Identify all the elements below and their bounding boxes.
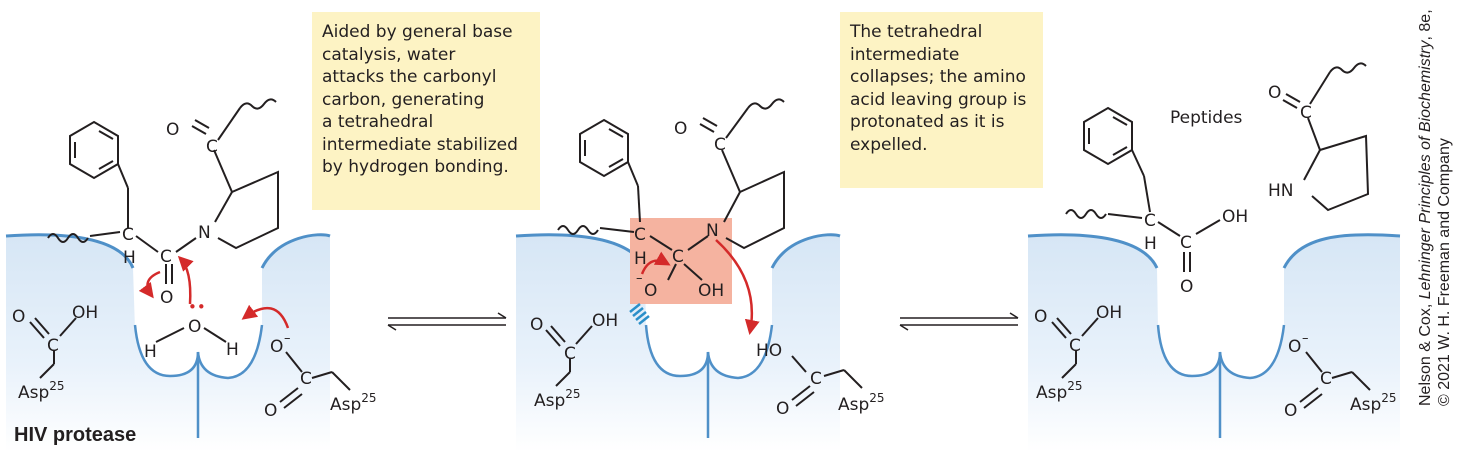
hydrogen-bond — [629, 303, 650, 325]
peptides-label: Peptides — [1170, 108, 1243, 128]
asp-right-label-2: Asp25 — [838, 391, 885, 415]
atom-o-minus-2: O — [644, 281, 657, 301]
phenyl-ring-1 — [69, 120, 119, 180]
atom-c-proline: C — [206, 137, 218, 157]
asp-right-c-3: C — [1320, 369, 1332, 389]
atom-h-alpha-3: H — [1144, 234, 1157, 254]
atom-h-alpha-2: H — [634, 249, 647, 269]
enzyme-pocket-2 — [516, 234, 840, 452]
atom-c-alpha-2: C — [634, 225, 646, 245]
enzyme-pocket-3 — [1028, 234, 1400, 452]
asp-right-c-1: C — [300, 369, 312, 389]
callout-line: intermediate stabilized — [322, 134, 518, 155]
asp-right-minus-1: – — [284, 331, 291, 346]
callout-line: attacks the carbonyl — [322, 67, 497, 87]
asp-left-oh-3: OH — [1096, 303, 1122, 323]
equilibrium-arrow-1 — [387, 312, 507, 331]
atom-n-proline: N — [198, 223, 211, 243]
copyright-credit: Nelson & Cox, Lehninger Principles of Bi… — [1416, 9, 1454, 406]
pocket-edge-right-3 — [1282, 233, 1401, 269]
atom-c-alpha-3: C — [1144, 211, 1156, 231]
panel-2: C H C N O – OH O C O OH C Asp25 — [515, 98, 885, 452]
phenyl-ring-2 — [579, 118, 629, 178]
callout-line: carbon, generating — [322, 89, 485, 110]
pocket-edge-left-1 — [5, 233, 135, 269]
asp-left-c-1: C — [47, 336, 59, 356]
callout-line: collapses; the amino — [850, 67, 1026, 87]
atom-c-carboxyl-3: C — [1180, 233, 1192, 253]
atom-minus-2: – — [636, 271, 643, 286]
atom-o-proline-2: O — [674, 119, 687, 139]
asp-right-o-2: O — [776, 399, 789, 419]
pocket-edge-left-3 — [1027, 233, 1159, 269]
callout-line: expelled. — [850, 134, 928, 155]
atom-o-water: O — [188, 317, 201, 337]
asp-right-label-1: Asp25 — [330, 391, 377, 415]
credit-line-1: Nelson & Cox, Lehninger Principles of Bi… — [1417, 9, 1434, 406]
hiv-protease-label: HIV protease — [14, 424, 137, 446]
arrow-base-catalysis — [241, 304, 290, 329]
atom-oh-carboxyl-3: OH — [1222, 207, 1248, 227]
enzyme-pocket-1 — [6, 234, 330, 452]
asp-right-o-minus-3: O — [1288, 337, 1301, 357]
asp-right-o-3: O — [1284, 401, 1297, 421]
callout-line: acid leaving group is — [850, 89, 1027, 110]
atom-o-proline-3: O — [1268, 83, 1281, 103]
atom-c-tetrahedral: C — [672, 247, 684, 267]
arrow-o-reform-carbonyl — [640, 251, 671, 275]
asp-left-o-1: O — [12, 307, 25, 327]
panel-1: C H C O N O C O •• H H O OH C — [5, 98, 377, 452]
pocket-edge-right-2 — [770, 233, 841, 269]
atom-o-proline: O — [166, 120, 179, 140]
arrow-water-attack — [177, 255, 194, 305]
asp-left-c-3: C — [1069, 336, 1081, 356]
phenyl-ring-3 — [1083, 106, 1133, 166]
equilibrium-arrow-2 — [899, 312, 1019, 331]
asp-right-minus-3: – — [1302, 331, 1309, 346]
asp-left-o-3: O — [1034, 307, 1047, 327]
atom-c-carbonyl: C — [160, 247, 172, 267]
atom-h-water-left: H — [144, 342, 157, 362]
callout-line: protonated as it is — [850, 112, 1005, 132]
atom-oh-2: OH — [698, 281, 724, 301]
asp-left-label-3: Asp25 — [1036, 379, 1083, 403]
atom-h-water-right: H — [226, 340, 239, 360]
asp-left-c-2: C — [564, 344, 576, 364]
atom-c-alpha: C — [122, 225, 134, 245]
asp-right-c-2: C — [810, 369, 822, 389]
asp-left-o-2: O — [530, 315, 543, 335]
callout-line: Aided by general base — [322, 22, 513, 42]
asp-right-ho-2: HO — [756, 341, 782, 361]
atom-o-carboxyl-3: O — [1180, 277, 1193, 297]
atom-n-proline-2: N — [706, 221, 719, 241]
atom-hn-proline-3: HN — [1268, 181, 1294, 201]
asp-left-oh-1: OH — [72, 303, 98, 323]
atom-c-proline-2: C — [714, 135, 726, 155]
asp-left-oh-2: OH — [592, 311, 618, 331]
atom-c-proline-3: C — [1300, 103, 1312, 123]
callout-line: The tetrahedral — [850, 22, 983, 42]
asp-right-o-minus-1: O — [270, 337, 283, 357]
tetrahedral-highlight — [630, 218, 732, 304]
water-lone-pair: •• — [188, 298, 206, 316]
callout-line: by hydrogen bonding. — [322, 157, 509, 177]
asp-right-label-3: Asp25 — [1350, 391, 1397, 415]
asp-left-label-2: Asp25 — [534, 387, 581, 411]
credit-line-2: © 2021 W. H. Freeman and Company — [1436, 138, 1453, 406]
arrow-carbonyl-to-o — [138, 270, 161, 299]
arrow-leaving-group — [715, 239, 760, 335]
callout-line: catalysis, water — [322, 44, 456, 65]
pocket-edge-right-1 — [260, 233, 331, 269]
panel-3: Peptides C H C OH O O C HN — [1027, 62, 1401, 452]
callout-line: a tetrahedral — [322, 112, 434, 132]
atom-h-alpha: H — [123, 248, 136, 268]
atom-o-carbonyl: O — [160, 288, 173, 308]
asp-left-label-1: Asp25 — [18, 379, 65, 403]
callout-line: intermediate — [850, 44, 960, 65]
asp-right-o-1: O — [264, 401, 277, 421]
